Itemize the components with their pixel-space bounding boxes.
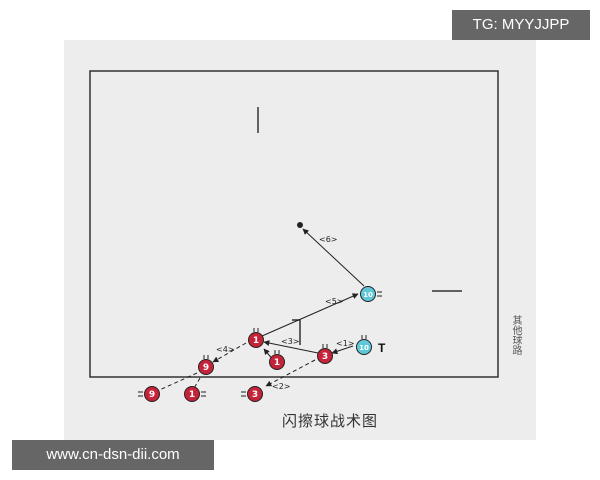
player-token: 1: [248, 328, 264, 348]
player-number: 3: [322, 352, 328, 362]
watermark-top-right: TG: MYYJJPP: [452, 10, 590, 40]
player-token: 9: [138, 386, 160, 402]
player-number: 10: [359, 344, 369, 352]
move-line-3a: [263, 340, 319, 354]
marker-label: T: [378, 341, 386, 355]
move-label-1: <1>: [336, 339, 355, 348]
player-token: 3: [241, 386, 263, 402]
player-number: 3: [252, 390, 258, 400]
player-token: 10: [360, 286, 382, 302]
player-number: 1: [253, 336, 259, 346]
player-token: 1: [184, 386, 206, 402]
shot-target-dot: [297, 222, 303, 228]
player-number: 9: [203, 363, 209, 373]
move-line-6: [302, 228, 365, 287]
move-label-6: <6>: [319, 235, 338, 244]
player-number: 9: [149, 390, 155, 400]
player-token: 3: [317, 344, 333, 364]
player-token: 10: [356, 335, 372, 355]
move-line-1: [331, 345, 354, 355]
move-label-4: <4>: [216, 345, 235, 354]
player-number: 10: [363, 291, 373, 299]
watermark-bottom-left: www.cn-dsn-dii.com: [12, 440, 214, 470]
player-token: 9: [198, 355, 214, 375]
player-token: 1: [269, 350, 285, 370]
move-line-5: [261, 293, 359, 337]
player-number: 1: [189, 390, 195, 400]
player-number: 1: [274, 358, 280, 368]
scan-panel: [64, 40, 536, 440]
move-label-5: <5>: [325, 297, 344, 306]
move-line-dash-b: [192, 377, 201, 391]
side-label: 其他球路: [510, 315, 521, 355]
screen-bracket: [292, 319, 301, 345]
diagram-caption: 闪擦球战术图: [281, 412, 378, 430]
court-outline: [89, 70, 499, 378]
move-line-2: [265, 359, 316, 387]
move-line-dash-a: [154, 372, 198, 393]
move-label-3: <3>: [281, 337, 300, 346]
move-line-4: [212, 342, 247, 363]
move-label-2: <2>: [272, 382, 291, 391]
